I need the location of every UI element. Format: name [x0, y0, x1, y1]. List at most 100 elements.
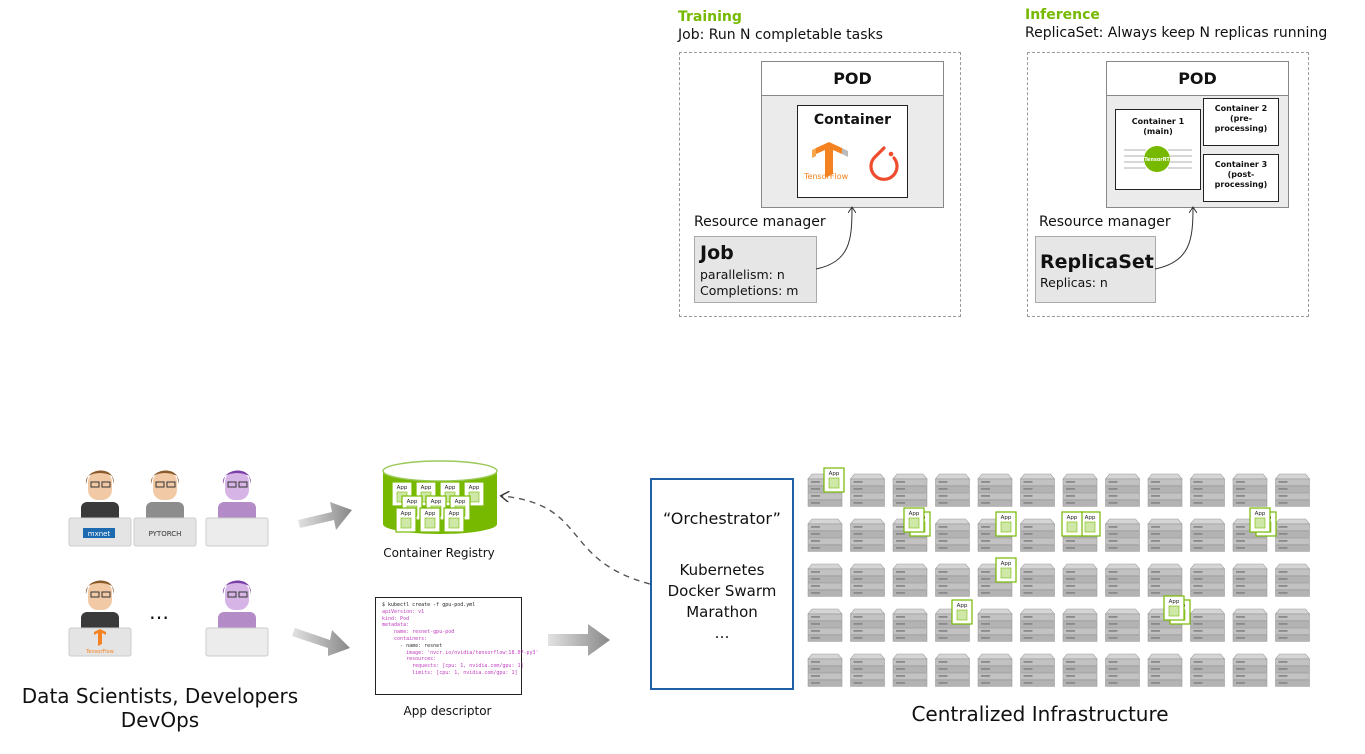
server-icon — [977, 653, 1013, 687]
server-icon — [1019, 653, 1056, 687]
server-icon — [1147, 563, 1183, 597]
server-icon — [807, 563, 843, 597]
infra-app-card: App — [1249, 507, 1271, 533]
infra-app-card: App — [995, 557, 1017, 583]
server-grid: AppAppAppAppAppAppAppAppAppAppAppApp — [807, 467, 1311, 687]
app-label: App — [1255, 511, 1266, 517]
tensorflow-label: TensorFlow — [804, 172, 849, 181]
server-icon — [1062, 563, 1098, 597]
pod-title: POD — [1107, 62, 1288, 96]
job-completions: Completions: m — [700, 283, 799, 298]
server-icon — [1104, 653, 1141, 687]
app-label: App — [407, 499, 418, 505]
orchestrator-item: … — [714, 624, 730, 642]
app-label: App — [469, 485, 480, 491]
pod-title: POD — [762, 62, 943, 96]
inference-resource-manager-label: Resource manager — [1039, 214, 1171, 230]
code-line: - name: resnet — [382, 642, 443, 649]
server-icon — [849, 473, 886, 507]
tensorflow-logo-icon — [812, 142, 848, 178]
code-line: $ kubectl create -f gpu-pod.yml — [382, 602, 476, 608]
container-box: Container TensorFlow — [797, 105, 908, 198]
server-icon — [892, 653, 928, 687]
server-icon — [1274, 608, 1311, 642]
code-line: requests: [cpu: 1, nvidia.com/gpu: 1] — [382, 663, 524, 670]
infrastructure-caption: Centralized Infrastructure — [911, 702, 1169, 726]
tensorflow-logo-label: TensorFlow — [85, 649, 114, 655]
server-icon — [1232, 563, 1268, 597]
server-icon — [1104, 473, 1141, 507]
training-heading: Training — [678, 9, 742, 25]
job-box: Job parallelism: n Completions: m — [694, 236, 817, 303]
infra-app-card: App — [995, 511, 1017, 537]
orchestrator-list: Kubernetes Docker Swarm Marathon … — [652, 560, 792, 644]
server-icon — [1189, 608, 1226, 642]
server-icon — [1189, 563, 1226, 597]
code-line: metadata: — [382, 622, 410, 629]
infra-app-card: App — [951, 599, 973, 625]
app-label: App — [425, 511, 436, 517]
job-parallelism: parallelism: n — [700, 267, 785, 282]
code-line: kind: Pod — [382, 615, 410, 622]
container-2-box: Container 2 (pre-processing) — [1203, 98, 1279, 146]
server-icon — [849, 518, 886, 552]
app-label: App — [431, 499, 442, 505]
infra-app-card: App — [903, 507, 925, 533]
server-icon — [1019, 473, 1056, 507]
server-icon — [892, 608, 928, 642]
inference-subtitle: ReplicaSet: Always keep N replicas runni… — [1025, 25, 1328, 41]
server-icon — [934, 563, 971, 597]
code-line: image: 'nvcr.io/nvidia/tensorflow:18.07-… — [382, 649, 539, 656]
app-label: App — [1085, 515, 1096, 521]
server-icon — [1232, 653, 1268, 687]
app-label: App — [829, 471, 840, 477]
app-label: App — [909, 511, 920, 517]
replicaset-replicas: Replicas: n — [1040, 275, 1108, 290]
server-icon — [1019, 563, 1056, 597]
code-line: containers: — [382, 635, 428, 642]
app-label: App — [401, 511, 412, 517]
server-icon — [892, 473, 928, 507]
descriptor-to-orchestrator-arrow — [548, 624, 610, 656]
replicaset-box: ReplicaSet Replicas: n — [1035, 236, 1156, 303]
server-icon — [849, 608, 886, 642]
app-label: App — [957, 603, 968, 609]
container-label: Container — [813, 112, 892, 128]
pytorch-logo-label: PYTORCH — [149, 530, 182, 538]
app-label: App — [1169, 599, 1180, 605]
app-label: App — [1067, 515, 1078, 521]
app-label: App — [1001, 515, 1012, 521]
server-icon — [849, 653, 886, 687]
server-icon — [807, 518, 843, 552]
server-icon — [1189, 653, 1226, 687]
replicaset-to-pod-arrow — [1154, 208, 1193, 270]
server-icon — [1147, 653, 1183, 687]
orchestrator-item: Marathon — [686, 603, 758, 621]
users-caption: Data Scientists, Developers DevOps — [10, 684, 310, 732]
server-icon — [849, 563, 886, 597]
server-icon — [807, 653, 843, 687]
user-mxnet-person-icon: mxnet — [68, 470, 132, 547]
server-icon — [934, 518, 971, 552]
users-to-registry-arrow — [298, 502, 352, 530]
server-icon — [1104, 563, 1141, 597]
server-icon — [807, 608, 843, 642]
server-icon — [934, 653, 971, 687]
training-dashed-frame — [679, 52, 961, 317]
users-caption-line2: DevOps — [120, 708, 200, 732]
mxnet-logo-label: mxnet — [88, 530, 111, 538]
users-ellipsis: … — [149, 600, 169, 624]
server-icon — [1062, 473, 1098, 507]
server-icon — [977, 608, 1013, 642]
container-3-box: Container 3 (post-processing) — [1203, 154, 1279, 202]
container-3-label: Container 3 (post-processing) — [1214, 160, 1268, 189]
training-subtitle: Job: Run N completable tasks — [678, 27, 883, 43]
server-icon — [1232, 473, 1268, 507]
server-icon — [934, 473, 971, 507]
infra-app-card: App — [823, 467, 845, 493]
app-label: App — [1001, 561, 1012, 567]
training-resource-manager-label: Resource manager — [694, 214, 826, 230]
